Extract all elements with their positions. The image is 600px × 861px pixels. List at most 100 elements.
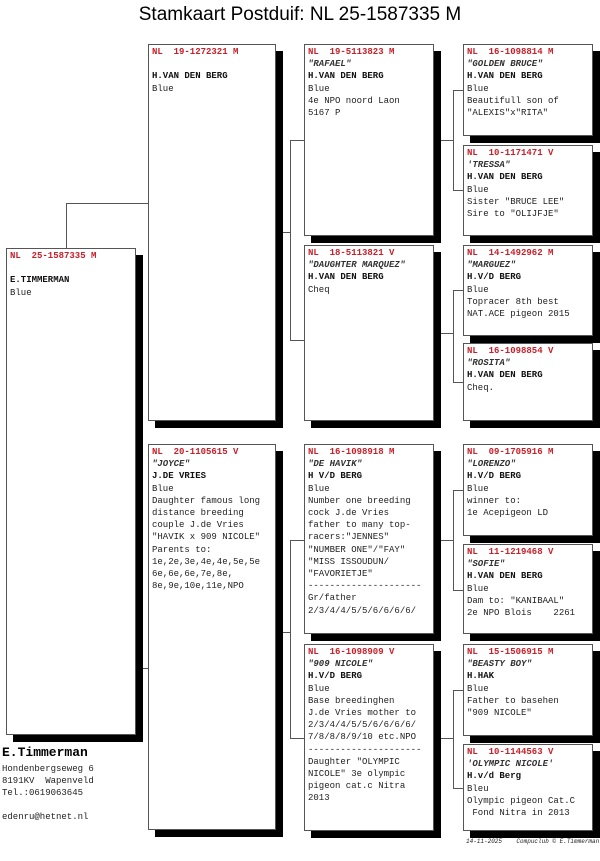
note-line: 2/3/4/4/5/5/6/6/6/6/ xyxy=(308,720,417,731)
connector-line xyxy=(453,190,463,191)
note-line: cock J.de Vries xyxy=(308,508,390,519)
ring-number: NL 14-1492962 M xyxy=(467,248,554,258)
connector-line xyxy=(434,333,453,334)
pigeon-name: 'OLYMPIC NICOLE' xyxy=(467,759,554,770)
connector-line xyxy=(434,540,453,541)
note-line: racers:"JENNES" xyxy=(308,532,390,543)
connector-line xyxy=(453,590,463,591)
note-line: --------------------- xyxy=(308,581,422,592)
note-line: couple J.de Vries xyxy=(152,520,244,531)
connector-line xyxy=(290,738,304,739)
ring-number: NL 10-1144563 V xyxy=(467,747,554,757)
owner: E.TIMMERMAN xyxy=(10,275,70,286)
owner: H.VAN DEN BERG xyxy=(467,370,543,381)
connector-line xyxy=(434,738,453,739)
owner: H.v/d Berg xyxy=(467,771,522,782)
connector-line xyxy=(290,140,291,341)
owner: H.VAN DEN BERG xyxy=(152,71,228,82)
pigeon-name: "GOLDEN BRUCE" xyxy=(467,59,543,70)
note-line: distance breeding xyxy=(152,508,244,519)
note-line: Father to basehen xyxy=(467,695,559,706)
color: Blue xyxy=(308,683,330,694)
connector-line xyxy=(276,232,290,233)
ring-number: NL 16-1098909 V xyxy=(308,647,395,657)
connector-line xyxy=(453,788,463,789)
note-line: "HAVIK x 909 NICOLE" xyxy=(152,532,261,543)
owner: H.VAN DEN BERG xyxy=(467,71,543,82)
note-line: 8e,9e,10e,11e,NPO xyxy=(152,581,244,592)
breeder-phone: Tel.:0619063645 xyxy=(2,788,84,798)
connector-line xyxy=(453,690,463,691)
note-line: "MISS ISSOUDUN/ xyxy=(308,556,390,567)
pigeon-name: "JOYCE" xyxy=(152,459,190,470)
note-line: 2013 xyxy=(308,793,330,804)
note-line: --------------------- xyxy=(308,744,422,755)
pigeon-name: "SOFIE" xyxy=(467,559,505,570)
pigeon-name: "DAUGHTER MARQUEZ" xyxy=(308,260,406,271)
note-line: Base breedinghen xyxy=(308,695,395,706)
pigeon-name: "ROSITA" xyxy=(467,358,511,369)
ring-number: NL 18-5113821 V xyxy=(308,248,395,258)
connector-line xyxy=(453,290,463,291)
connector-line xyxy=(453,690,454,789)
breeder-email: edenru@hetnet.nl xyxy=(2,812,89,822)
owner: H.VAN DEN BERG xyxy=(467,172,543,183)
pigeon-name xyxy=(152,58,272,70)
ring-number: NL 19-1272321 M xyxy=(152,47,239,57)
connector-line xyxy=(290,540,304,541)
ring-number: NL 09-1705916 M xyxy=(467,447,554,457)
note-line: 1e Acepigeon LD xyxy=(467,508,549,519)
connector-line xyxy=(276,632,290,633)
pigeon-name: "BEASTY BOY" xyxy=(467,659,532,670)
note-line: Sire to "OLIJFJE" xyxy=(467,209,559,220)
note-line: "NUMBER ONE"/"FAY" xyxy=(308,544,406,555)
ring-number: NL 16-1098814 M xyxy=(467,47,554,57)
pigeon-card-mmm[interactable]: NL 10-1144563 V 'OLYMPIC NICOLE'H.v/d Ber… xyxy=(463,744,593,831)
breeder-street: Hondenbergseweg 6 xyxy=(2,764,94,774)
owner: H.V/D BERG xyxy=(467,471,522,482)
note-line: 7/8/8/8/9/10 etc.NPO xyxy=(308,732,417,743)
ring-number: NL 16-1098918 M xyxy=(308,447,395,457)
owner: H.VAN DEN BERG xyxy=(308,71,384,82)
connector-line xyxy=(66,203,148,204)
note-line: pigeon cat.c Nitra xyxy=(308,781,406,792)
color: Blue xyxy=(152,83,174,94)
color: Blue xyxy=(152,483,174,494)
note-line: "FAVORIETJE" xyxy=(308,569,373,580)
note-line: Sister "BRUCE LEE" xyxy=(467,196,565,207)
note-line: father to many top- xyxy=(308,520,411,531)
note-line: "ALEXIS"x"RITA" xyxy=(467,108,549,119)
connector-line xyxy=(453,382,463,383)
connector-line xyxy=(66,203,67,248)
connector-line xyxy=(453,90,463,91)
note-line: J.de Vries mother to xyxy=(308,708,417,719)
note-line: Fond Nitra in 2013 xyxy=(467,808,570,819)
pigeon-card-fff[interactable]: NL 16-1098814 M "GOLDEN BRUCE"H.VAN DEN B… xyxy=(463,44,593,136)
color: Bleu xyxy=(467,783,489,794)
connector-line xyxy=(290,540,291,739)
ring-number: NL 20-1105615 V xyxy=(152,447,239,457)
footer-date: 14-11-2025 xyxy=(466,838,503,845)
owner: H.V/D BERG xyxy=(467,272,522,283)
pigeon-card-fm[interactable]: NL 18-5113821 V"DAUGHTER MARQUEZ"H.VAN D… xyxy=(304,245,434,421)
color: Blue xyxy=(467,184,489,195)
connector-line xyxy=(434,140,453,141)
ring-number: NL 19-5113823 M xyxy=(308,47,395,57)
pigeon-name: "LORENZO" xyxy=(467,459,516,470)
note-line: 4e NPO noord Laon xyxy=(308,95,400,106)
note-line: 2e NPO Blois 2261 xyxy=(467,608,576,619)
owner: J.DE VRIES xyxy=(152,471,207,482)
pigeon-name: "RAFAEL" xyxy=(308,59,352,70)
